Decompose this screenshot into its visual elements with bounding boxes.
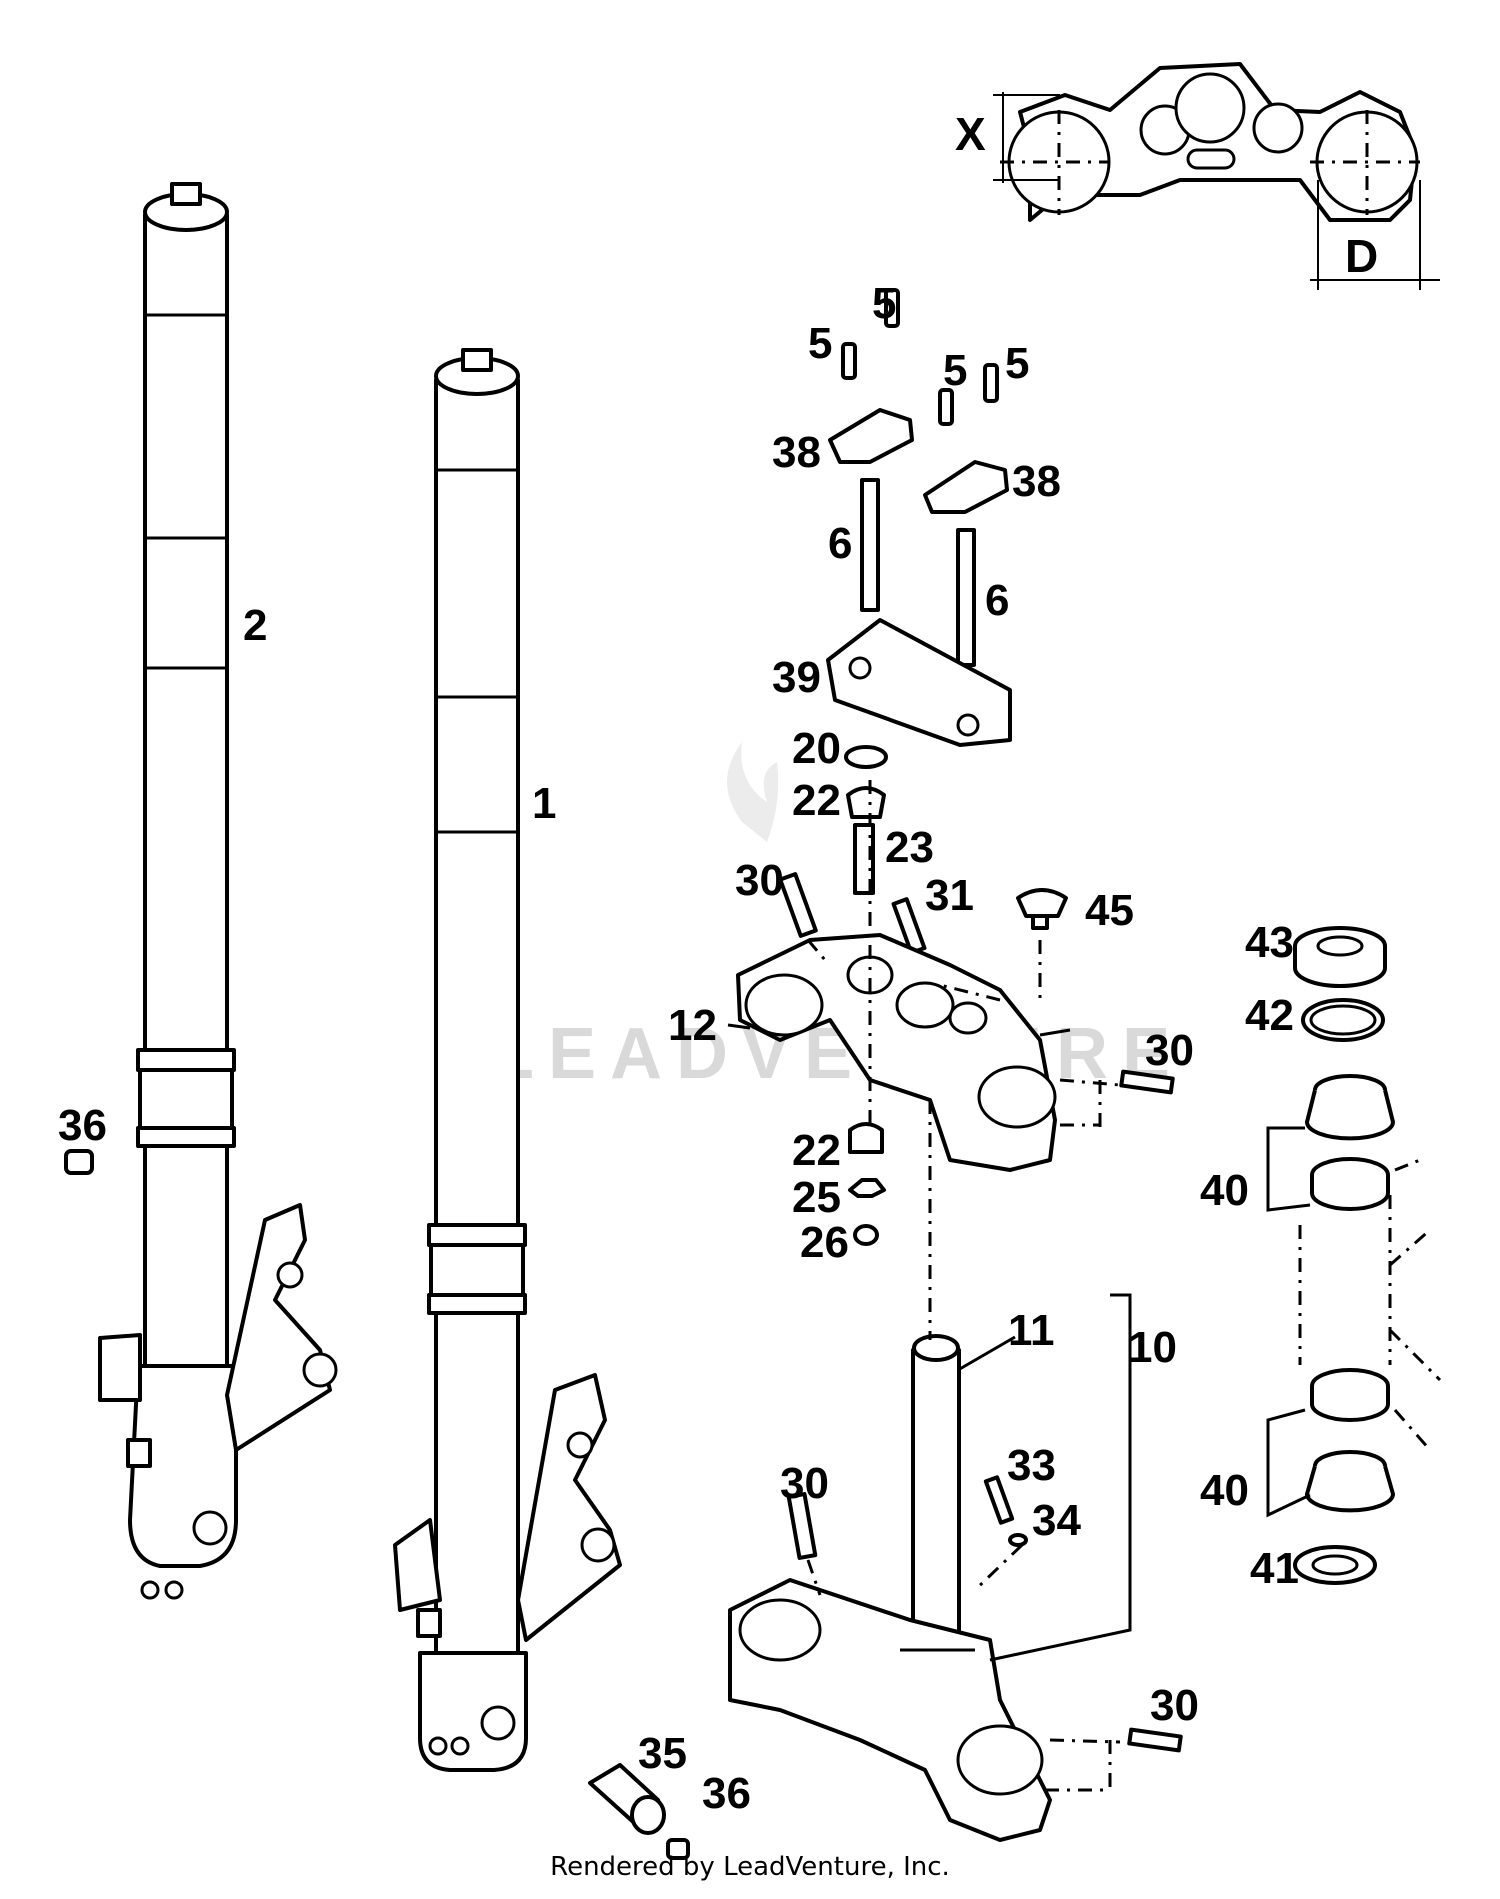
footer-credit: Rendered by LeadVenture, Inc.: [550, 1852, 950, 1882]
fork-leg-2[interactable]: [98, 182, 338, 1600]
part-40-bearing-lower[interactable]: [1305, 1368, 1395, 1513]
callout-25: 25: [792, 1173, 841, 1222]
part-23-pin[interactable]: [853, 823, 875, 895]
callout-23: 23: [885, 823, 934, 872]
part-40-bearing-upper[interactable]: [1305, 1074, 1395, 1211]
part-39-lower-clamp[interactable]: [826, 618, 1012, 747]
callout-40b: 40: [1200, 1466, 1249, 1515]
callout-36b: 36: [702, 1769, 751, 1818]
callout-5a: 5: [872, 279, 896, 328]
part-26-nut[interactable]: [853, 1224, 879, 1246]
callout-5b: 5: [808, 319, 832, 368]
callout-42: 42: [1245, 991, 1294, 1040]
callout-22b: 22: [792, 1126, 841, 1175]
part-30-bolt-lower-left[interactable]: [786, 1492, 818, 1560]
callout-41: 41: [1250, 1544, 1299, 1593]
callout-34: 34: [1032, 1496, 1081, 1545]
part-34-washer[interactable]: [1008, 1533, 1028, 1547]
callout-2: 2: [243, 601, 267, 650]
part-25-washer[interactable]: [848, 1178, 886, 1198]
part-6-bolts[interactable]: [860, 478, 976, 667]
head-tube-outline: [1298, 1158, 1442, 1451]
callout-30c: 30: [780, 1459, 829, 1508]
callout-36a: 36: [58, 1101, 107, 1150]
part-38-clamps[interactable]: [828, 408, 1009, 514]
part-36-nut-lower[interactable]: [666, 1838, 690, 1860]
dimension-d-label: D: [1345, 230, 1378, 282]
callout-30b: 30: [1145, 1026, 1194, 1075]
part-30-bolt-right-lower[interactable]: [1127, 1727, 1183, 1753]
callout-30d: 30: [1150, 1681, 1199, 1730]
part-10-lower-triple-clamp[interactable]: [728, 1334, 1052, 1842]
callout-11: 11: [1008, 1306, 1055, 1355]
callout-45: 45: [1085, 886, 1134, 935]
part-43-seal[interactable]: [1293, 926, 1387, 988]
callout-12: 12: [668, 1001, 717, 1050]
callout-40a: 40: [1200, 1166, 1249, 1215]
watermark-text: LEADVENTURE: [490, 1014, 1184, 1094]
part-45-cap[interactable]: [1016, 888, 1068, 930]
callout-33: 33: [1007, 1441, 1056, 1490]
assembly-centerlines: [806, 780, 1121, 1792]
callout-labels: 2 1 36 5 5 5 5 38 38 6 6 39 20 22 23 30 …: [58, 279, 1299, 1818]
callout-22a: 22: [792, 776, 841, 825]
callout-6a: 6: [828, 519, 852, 568]
part-36-nut[interactable]: [64, 1149, 94, 1175]
part-22-bushing-top[interactable]: [846, 786, 886, 819]
clamp-inset: [993, 62, 1440, 290]
callout-38a: 38: [772, 428, 821, 477]
part-30-bolt-right-upper[interactable]: [1119, 1069, 1175, 1095]
callout-31: 31: [925, 871, 974, 920]
part-5-bolts[interactable]: [841, 288, 999, 426]
leader-lines: [727, 1023, 1311, 1662]
callout-5d: 5: [1005, 339, 1029, 388]
part-20-washer[interactable]: [844, 745, 888, 769]
part-22-bushing-lower[interactable]: [848, 1122, 884, 1154]
callout-10: 10: [1128, 1323, 1177, 1372]
callout-39: 39: [772, 653, 821, 702]
dimension-x-label: X: [955, 108, 986, 160]
part-35-sleeve[interactable]: [588, 1763, 666, 1835]
part-12-upper-triple-clamp[interactable]: [736, 933, 1057, 1172]
callout-1: 1: [532, 779, 556, 828]
callout-5c: 5: [943, 346, 967, 395]
watermark: LEADVENTURE: [490, 742, 1184, 1094]
callout-26: 26: [800, 1218, 849, 1267]
part-41-seal[interactable]: [1293, 1545, 1377, 1585]
part-30-bolt-upper[interactable]: [778, 872, 818, 938]
fork-leg-1[interactable]: [393, 348, 622, 1772]
callout-30a: 30: [735, 856, 784, 905]
part-33-bolt[interactable]: [983, 1475, 1015, 1525]
callout-35: 35: [638, 1729, 687, 1778]
callout-38b: 38: [1012, 457, 1061, 506]
callout-6b: 6: [985, 576, 1009, 625]
callout-43: 43: [1245, 918, 1294, 967]
callout-20: 20: [792, 724, 841, 773]
part-42-ring[interactable]: [1301, 998, 1385, 1042]
